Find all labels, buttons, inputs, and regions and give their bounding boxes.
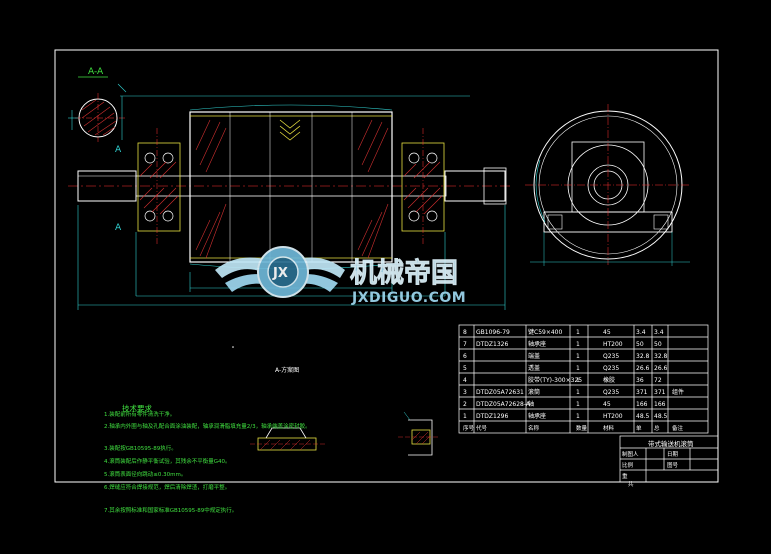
- parts-cell-qty: 1: [576, 329, 580, 336]
- parts-cell-w1: 36: [636, 377, 644, 384]
- section-marker-bottom: A: [115, 223, 122, 233]
- parts-cell-no: 3: [463, 389, 467, 396]
- parts-cell-material: 橡胶: [603, 376, 615, 384]
- tech-req-item: 4.滚筒装配后作静平衡试验，其残余不平衡量G40。: [104, 457, 231, 465]
- tech-req-item: 3.装配按GB10595-89执行。: [104, 444, 177, 452]
- parts-cell-name: 轴承座: [528, 340, 546, 348]
- parts-cell-material: Q235: [603, 389, 619, 396]
- parts-cell-w1: 3.4: [636, 329, 646, 336]
- title-block-scale: 比例: [622, 461, 634, 469]
- pulley-assembly: [68, 95, 510, 310]
- parts-list-grid: [458, 324, 709, 434]
- parts-cell-material: 45: [603, 329, 611, 336]
- parts-cell-w2: 26.6: [654, 365, 668, 372]
- parts-cell-material: HT200: [603, 413, 623, 420]
- tech-req-item: 2.轴承内外圈与轴及孔配合面涂油装配，轴承润滑脂填充量2/3，轴承端盖涂密封胶。: [104, 422, 311, 430]
- parts-cell-no: 6: [463, 353, 467, 360]
- parts-cell-w2: 3.4: [654, 329, 664, 336]
- parts-cell-w2: 371: [654, 389, 666, 396]
- parts-header-w2: 总: [654, 424, 660, 432]
- parts-cell-no: 1: [463, 413, 467, 420]
- tech-req-item: 7.其余按照标准和国家标准GB10595-89中规定执行。: [104, 506, 237, 514]
- watermark: JX 机械帝国 JXDIGUO.COM: [215, 246, 466, 306]
- parts-cell-qty: 1: [576, 341, 580, 348]
- parts-cell-w2: 32.8: [654, 353, 668, 360]
- technical-requirements: 技术要求 1.装配前所有零件清洗干净。 2.轴承内外圈与轴及孔配合面涂油装配，轴承…: [104, 403, 311, 514]
- parts-header-qty: 数量: [576, 424, 588, 432]
- parts-cell-material: 45: [603, 401, 611, 408]
- parts-header-no: 序号: [463, 424, 475, 432]
- parts-cell-code: DTDZ1296: [476, 413, 508, 420]
- drawing-frame: [54, 49, 719, 483]
- parts-cell-note: 组件: [672, 388, 684, 396]
- parts-header-note: 备注: [672, 424, 684, 432]
- parts-cell-w2: 48.5: [654, 413, 668, 420]
- parts-cell-qty: 1: [576, 389, 580, 396]
- parts-cell-qty: 1: [576, 377, 580, 384]
- parts-header-material: 材料: [603, 424, 615, 432]
- parts-cell-material: HT200: [603, 341, 623, 348]
- parts-cell-w1: 32.8: [636, 353, 650, 360]
- parts-header-name: 名称: [528, 424, 540, 432]
- parts-cell-w2: 72: [654, 377, 662, 384]
- section-label: A-A: [88, 67, 104, 77]
- parts-cell-w2: 50: [654, 341, 662, 348]
- parts-cell-code: DTDZ05A72631: [476, 389, 524, 396]
- parts-cell-name: 轴: [528, 400, 534, 408]
- tech-req-item: 6.焊缝应符合焊接规范，焊后清除焊渣，打磨平整。: [104, 483, 230, 491]
- title-block-title: 带式输送机滚筒: [648, 439, 694, 448]
- section-view-aa: A-A: [68, 67, 127, 142]
- parts-cell-name: 透盖: [528, 364, 540, 372]
- parts-cell-no: 7: [463, 341, 467, 348]
- parts-cell-w2: 166: [654, 401, 666, 408]
- parts-cell-material: Q235: [603, 365, 619, 372]
- parts-cell-code: DTDZ1326: [476, 341, 508, 348]
- parts-cell-code: GB1096-79: [476, 329, 510, 336]
- parts-cell-name: 键C59×400: [528, 328, 562, 336]
- parts-cell-qty: 1: [576, 353, 580, 360]
- parts-cell-w1: 26.6: [636, 365, 650, 372]
- title-block-mass: 重: [622, 472, 628, 480]
- parts-cell-name: 端盖: [528, 352, 540, 360]
- title-block-date: 日期: [667, 451, 679, 458]
- parts-cell-no: 2: [463, 401, 467, 408]
- side-view: [525, 104, 690, 266]
- parts-cell-material: Q235: [603, 353, 619, 360]
- parts-cell-name: 胶带(TY)-300×325: [528, 376, 582, 384]
- title-block-drawn-by: 制图人: [622, 450, 639, 458]
- watermark-url: JXDIGUO.COM: [351, 290, 466, 306]
- middle-label: A-方案图: [275, 366, 299, 374]
- watermark-emblem: JX: [272, 266, 288, 281]
- keyway-detail: [398, 411, 440, 456]
- parts-cell-code: DTDZ05A72628-A: [476, 401, 531, 408]
- parts-cell-no: 5: [463, 365, 467, 372]
- parts-cell-qty: 1: [576, 401, 580, 408]
- section-marker-top: A: [115, 145, 122, 155]
- detail-view: A-方案图: [250, 366, 325, 451]
- parts-cell-qty: 1: [576, 365, 580, 372]
- parts-cell-w1: 50: [636, 341, 644, 348]
- title-block-grid: [619, 435, 719, 483]
- tech-req-item: 5.滚筒表面径向跳动≤0.30mm。: [104, 470, 186, 478]
- parts-cell-w1: 48.5: [636, 413, 650, 420]
- parts-cell-name: 轴承座: [528, 412, 546, 420]
- parts-cell-qty: 1: [576, 413, 580, 420]
- parts-cell-no: 8: [463, 329, 467, 336]
- parts-cell-no: 4: [463, 377, 467, 384]
- parts-header-w1: 单: [636, 424, 642, 432]
- parts-cell-w1: 166: [636, 401, 648, 408]
- tech-req-title: 技术要求: [122, 403, 152, 413]
- watermark-brand: 机械帝国: [350, 257, 458, 289]
- parts-cell-name: 滚筒: [528, 388, 540, 396]
- parts-cell-w1: 371: [636, 389, 648, 396]
- title-block-drawing-no: 图号: [667, 461, 679, 469]
- title-block-sheet: 共: [628, 480, 634, 488]
- parts-header-code: 代号: [476, 424, 488, 432]
- tech-req-item: 1.装配前所有零件清洗干净。: [104, 410, 175, 418]
